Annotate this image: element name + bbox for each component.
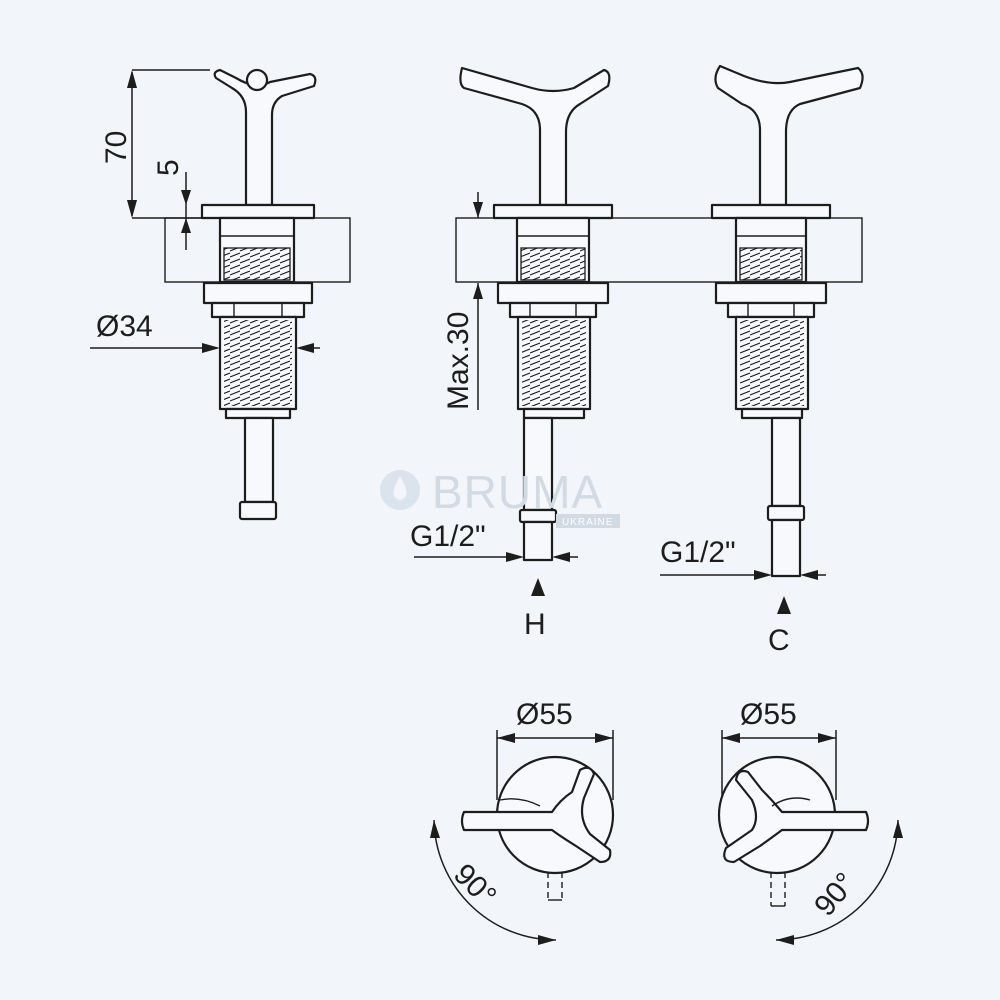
dim-diameter-34: Ø34 — [96, 310, 153, 343]
cross-handle-side — [213, 68, 317, 207]
label-cold: C — [768, 624, 790, 657]
top-view-cold: Ø55 90° — [717, 698, 903, 945]
hot-valve-front — [459, 66, 614, 562]
top-view-hot: Ø55 90° — [430, 698, 615, 945]
hot-inlet-arrow-icon — [531, 578, 545, 596]
dim-rosette-hot: Ø55 — [516, 698, 573, 731]
svg-text:G1/2": G1/2" — [660, 536, 736, 569]
dim-rosette-cold: Ø55 — [740, 698, 797, 731]
cold-valve-front — [710, 64, 864, 578]
cross-handle-cold — [714, 64, 864, 207]
dim-thread-cold: G1/2" — [660, 536, 826, 580]
side-view-valve: 70 5 Ø34 — [90, 68, 351, 521]
svg-text:BRUMA: BRUMA — [432, 466, 603, 518]
cold-inlet-arrow-icon — [777, 596, 791, 614]
deck-section-right — [455, 217, 863, 283]
label-hot: H — [524, 608, 546, 641]
svg-text:UKRAINE: UKRAINE — [562, 517, 613, 528]
cross-handle-hot — [459, 66, 611, 207]
svg-text:Max.30: Max.30 — [442, 312, 475, 410]
angle-cold: 90° — [808, 867, 862, 923]
svg-text:G1/2": G1/2" — [410, 520, 486, 553]
dim-max-thickness: Max.30 — [442, 192, 483, 410]
dim-height-70: 70 — [100, 131, 133, 164]
dim-thread-hot: G1/2" — [410, 520, 578, 562]
dim-offset-5: 5 — [152, 159, 185, 176]
angle-hot: 90° — [447, 858, 502, 913]
watermark: BRUMA UKRAINE — [380, 466, 620, 528]
